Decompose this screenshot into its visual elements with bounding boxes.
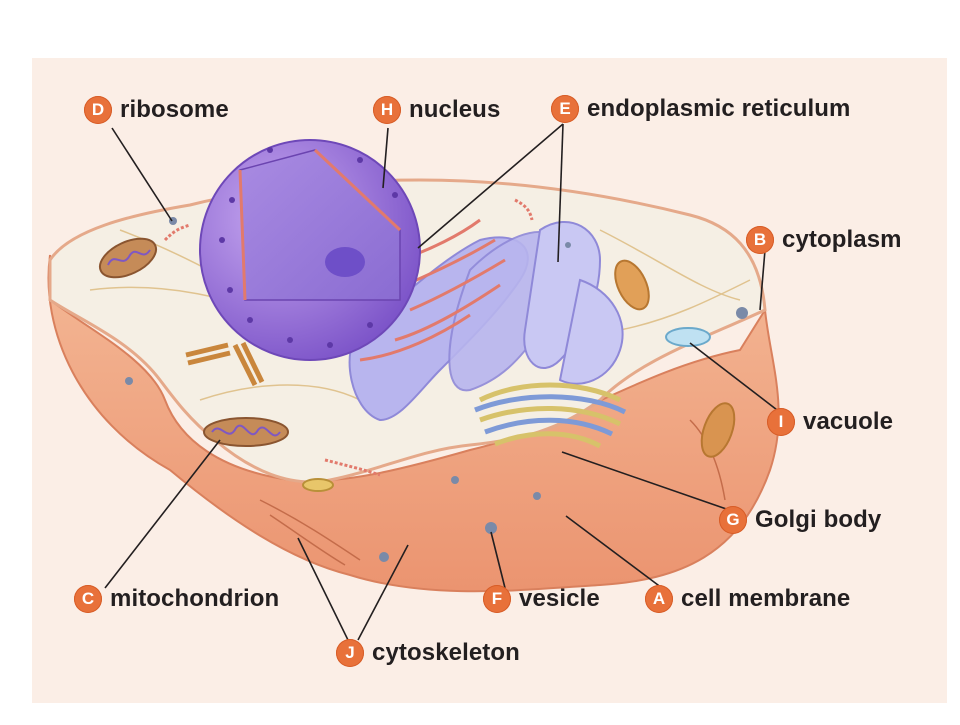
centriole: [185, 341, 265, 387]
badge-h: H: [373, 96, 401, 124]
badge-e: E: [551, 95, 579, 123]
label-cytoplasm: cytoplasm: [782, 226, 902, 253]
callout-vesicle: F vesicle: [483, 582, 600, 616]
label-vacuole: vacuole: [803, 408, 894, 435]
label-golgi-body: Golgi body: [755, 506, 882, 533]
mitochondrion-membrane: [700, 402, 736, 458]
nucleus: [199, 139, 421, 361]
label-endoplasmic-reticulum: endoplasmic reticulum: [587, 95, 851, 122]
callout-cytoplasm: B cytoplasm: [746, 223, 902, 257]
label-nucleus: nucleus: [409, 96, 501, 123]
label-cell-membrane: cell membrane: [681, 585, 851, 612]
callout-cell-membrane: A cell membrane: [645, 582, 850, 616]
mitochondrion-right: [614, 259, 650, 311]
vesicles: [125, 217, 748, 562]
label-cytoskeleton: cytoskeleton: [372, 639, 520, 666]
badge-b: B: [746, 226, 774, 254]
ribosome-chains: [163, 198, 534, 477]
label-mitochondrion: mitochondrion: [110, 585, 280, 612]
badge-g: G: [719, 506, 747, 534]
callout-vacuole: I vacuole: [767, 405, 893, 439]
cup-vesicle: [302, 478, 334, 492]
endoplasmic-reticulum: [348, 220, 624, 422]
label-ribosome: ribosome: [120, 96, 229, 123]
badge-d: D: [84, 96, 112, 124]
mitochondrion-bottom: [203, 417, 289, 447]
vacuole: [665, 327, 711, 347]
callout-mitochondrion: C mitochondrion: [74, 582, 279, 616]
mitochondrion-left: [98, 237, 158, 279]
callout-endoplasmic-reticulum: E endoplasmic reticulum: [551, 92, 851, 126]
callout-ribosome: D ribosome: [84, 93, 229, 127]
badge-i: I: [767, 408, 795, 436]
callout-golgi-body: G Golgi body: [719, 503, 881, 537]
badge-c: C: [74, 585, 102, 613]
leader-lines: [104, 123, 782, 641]
badge-f: F: [483, 585, 511, 613]
golgi-body: [474, 382, 627, 449]
label-vesicle: vesicle: [519, 585, 600, 612]
badge-a: A: [645, 585, 673, 613]
badge-j: J: [336, 639, 364, 667]
callout-cytoskeleton: J cytoskeleton: [336, 636, 520, 670]
callout-nucleus: H nucleus: [373, 93, 500, 127]
